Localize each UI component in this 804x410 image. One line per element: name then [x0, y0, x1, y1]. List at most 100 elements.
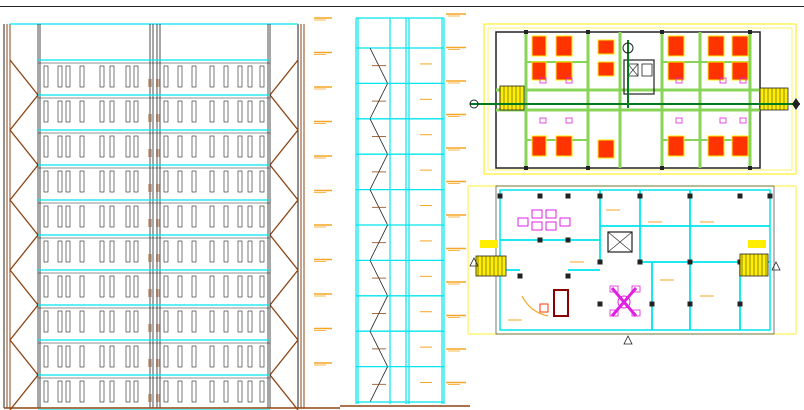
elevation-window [237, 345, 243, 368]
elevation-window [163, 275, 169, 298]
elevation-window [99, 135, 105, 158]
elevation-window [79, 380, 85, 403]
elevation-window [259, 275, 265, 298]
elevation-window [43, 205, 49, 228]
elevation-window [109, 240, 115, 263]
plan2-column [687, 193, 693, 199]
elevation-window [79, 275, 85, 298]
plan2-curved-counter [521, 295, 549, 317]
plan2-chair [631, 285, 641, 293]
elevation-window [223, 170, 229, 193]
elevation-window [163, 135, 169, 158]
plan1-fixture [731, 35, 749, 57]
plan1-fixture [731, 61, 749, 81]
elevation-window [163, 65, 169, 88]
elevation-window [191, 310, 197, 333]
plan2-chair [517, 217, 529, 227]
front-elevation [3, 17, 340, 410]
elevation-window [223, 135, 229, 158]
plan1-axis-arrow [792, 98, 800, 110]
plan1-sink [675, 117, 683, 124]
plan1-column [586, 166, 590, 170]
elevation-window [247, 275, 253, 298]
plan1-fixture [731, 135, 749, 157]
elevation-window [109, 380, 115, 403]
elevation-window [79, 170, 85, 193]
elevation-window [247, 240, 253, 263]
elevation-window [163, 345, 169, 368]
elevation-window [133, 135, 139, 158]
elevation-window [133, 170, 139, 193]
elevation-window [247, 380, 253, 403]
elevation-window [65, 345, 71, 368]
elevation-window [223, 380, 229, 403]
plan2-reception-desk [553, 289, 569, 317]
elevation-window [163, 240, 169, 263]
elevation-window [223, 65, 229, 88]
plan2-entry-arrow [623, 335, 633, 345]
plan2-column [767, 193, 773, 199]
plan2-chair [545, 221, 557, 231]
elevation-window [191, 240, 197, 263]
elevation-window [125, 135, 131, 158]
plan2-column [737, 193, 743, 199]
elevation-bracing-left [9, 59, 39, 410]
elevation-window [109, 345, 115, 368]
elevation-window [57, 135, 63, 158]
elevation-window [133, 275, 139, 298]
elevation-window [191, 135, 197, 158]
plan1-fixture [531, 35, 547, 57]
elevation-window [223, 205, 229, 228]
plan1-dimension-frame [487, 27, 793, 171]
elevation-window [109, 170, 115, 193]
plan1-fixture [555, 135, 573, 157]
elevation-bracing-right [269, 59, 299, 410]
elevation-window [99, 170, 105, 193]
elevation-window [79, 205, 85, 228]
plan2-entry-arrow [469, 257, 479, 267]
plan2-entry-arrow [771, 261, 781, 271]
elevation-window [177, 345, 183, 368]
plan2-chair [609, 309, 619, 317]
plan2-table-seats [610, 287, 638, 317]
elevation-window [43, 310, 49, 333]
elevation-window [43, 240, 49, 263]
elevation-window [177, 380, 183, 403]
elevation-window [65, 135, 71, 158]
elevation-window [125, 170, 131, 193]
elevation-window [237, 310, 243, 333]
elevation-window [237, 275, 243, 298]
elevation-window [237, 100, 243, 123]
elevation-window [209, 205, 215, 228]
sheet-top-rule [0, 6, 804, 7]
plan2-lift [607, 231, 633, 253]
elevation-window [247, 65, 253, 88]
elevation-window [259, 205, 265, 228]
plan1-fixture [707, 61, 725, 81]
plan2-lift-x [607, 231, 633, 253]
elevation-window [259, 345, 265, 368]
elevation-window [247, 310, 253, 333]
plan1-axis-bubble [622, 42, 634, 54]
elevation-window [65, 100, 71, 123]
typical-floor-plan [469, 23, 800, 175]
plan1-column [660, 166, 664, 170]
elevation-window [109, 65, 115, 88]
elevation-window [99, 345, 105, 368]
elevation-window [133, 240, 139, 263]
elevation-window [177, 135, 183, 158]
elevation-window [259, 65, 265, 88]
elevation-window [223, 310, 229, 333]
plan1-sink [719, 117, 727, 124]
elevation-window [191, 345, 197, 368]
plan2-chair [531, 209, 543, 219]
plan2-column [649, 301, 655, 307]
elevation-window [209, 170, 215, 193]
elevation-window [223, 100, 229, 123]
elevation-window [191, 380, 197, 403]
plan1-sink [739, 117, 747, 124]
elevation-window [125, 310, 131, 333]
elevation-window [79, 65, 85, 88]
plan2-accent-fill [748, 240, 766, 248]
elevation-window [209, 240, 215, 263]
